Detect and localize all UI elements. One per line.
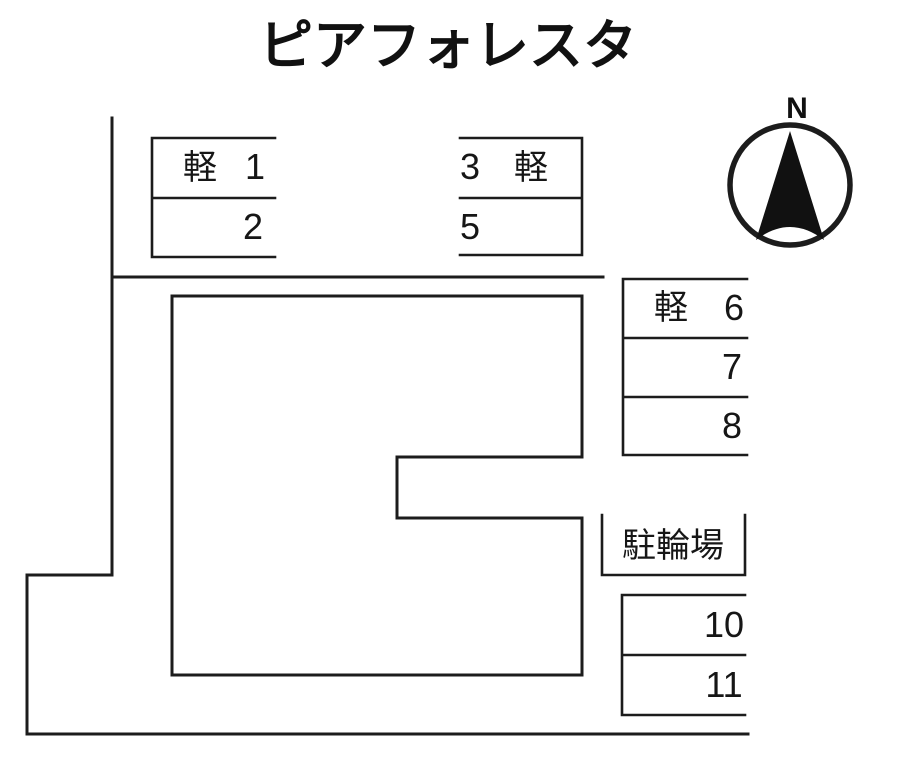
stall-11-number: 11 — [705, 664, 743, 705]
stall-group-top-middle-lines — [458, 136, 584, 257]
page-title: ピアフォレスタ — [259, 16, 637, 76]
property-boundary-line — [25, 116, 750, 736]
stall-8-number: 8 — [721, 405, 743, 446]
stall-group-right-lines — [621, 277, 749, 457]
stall-group-top-left-lines — [150, 136, 277, 259]
stall-2-number: 2 — [242, 206, 264, 247]
compass-circle-icon — [727, 122, 853, 248]
stall-5-number: 5 — [459, 206, 481, 247]
stall-6-kei-tag: 軽 — [654, 289, 688, 327]
building-outline — [170, 294, 584, 677]
stall-group-bottom-right-lines — [620, 593, 747, 717]
compass-north-label: N — [786, 92, 808, 125]
stall-1-kei-tag: 軽 — [183, 149, 217, 187]
bicycle-parking-box-lines — [600, 513, 747, 577]
stall-7-number: 7 — [721, 346, 743, 387]
north-compass — [727, 122, 853, 248]
stall-3-number: 3 — [459, 146, 481, 187]
stall-1-number: 1 — [244, 146, 266, 187]
stall-3-kei-tag: 軽 — [514, 149, 548, 187]
stall-6-number: 6 — [723, 287, 745, 328]
bicycle-parking-label: 駐輪場 — [622, 527, 724, 565]
stall-10-number: 10 — [703, 604, 745, 645]
north-arrow-icon — [756, 131, 824, 240]
